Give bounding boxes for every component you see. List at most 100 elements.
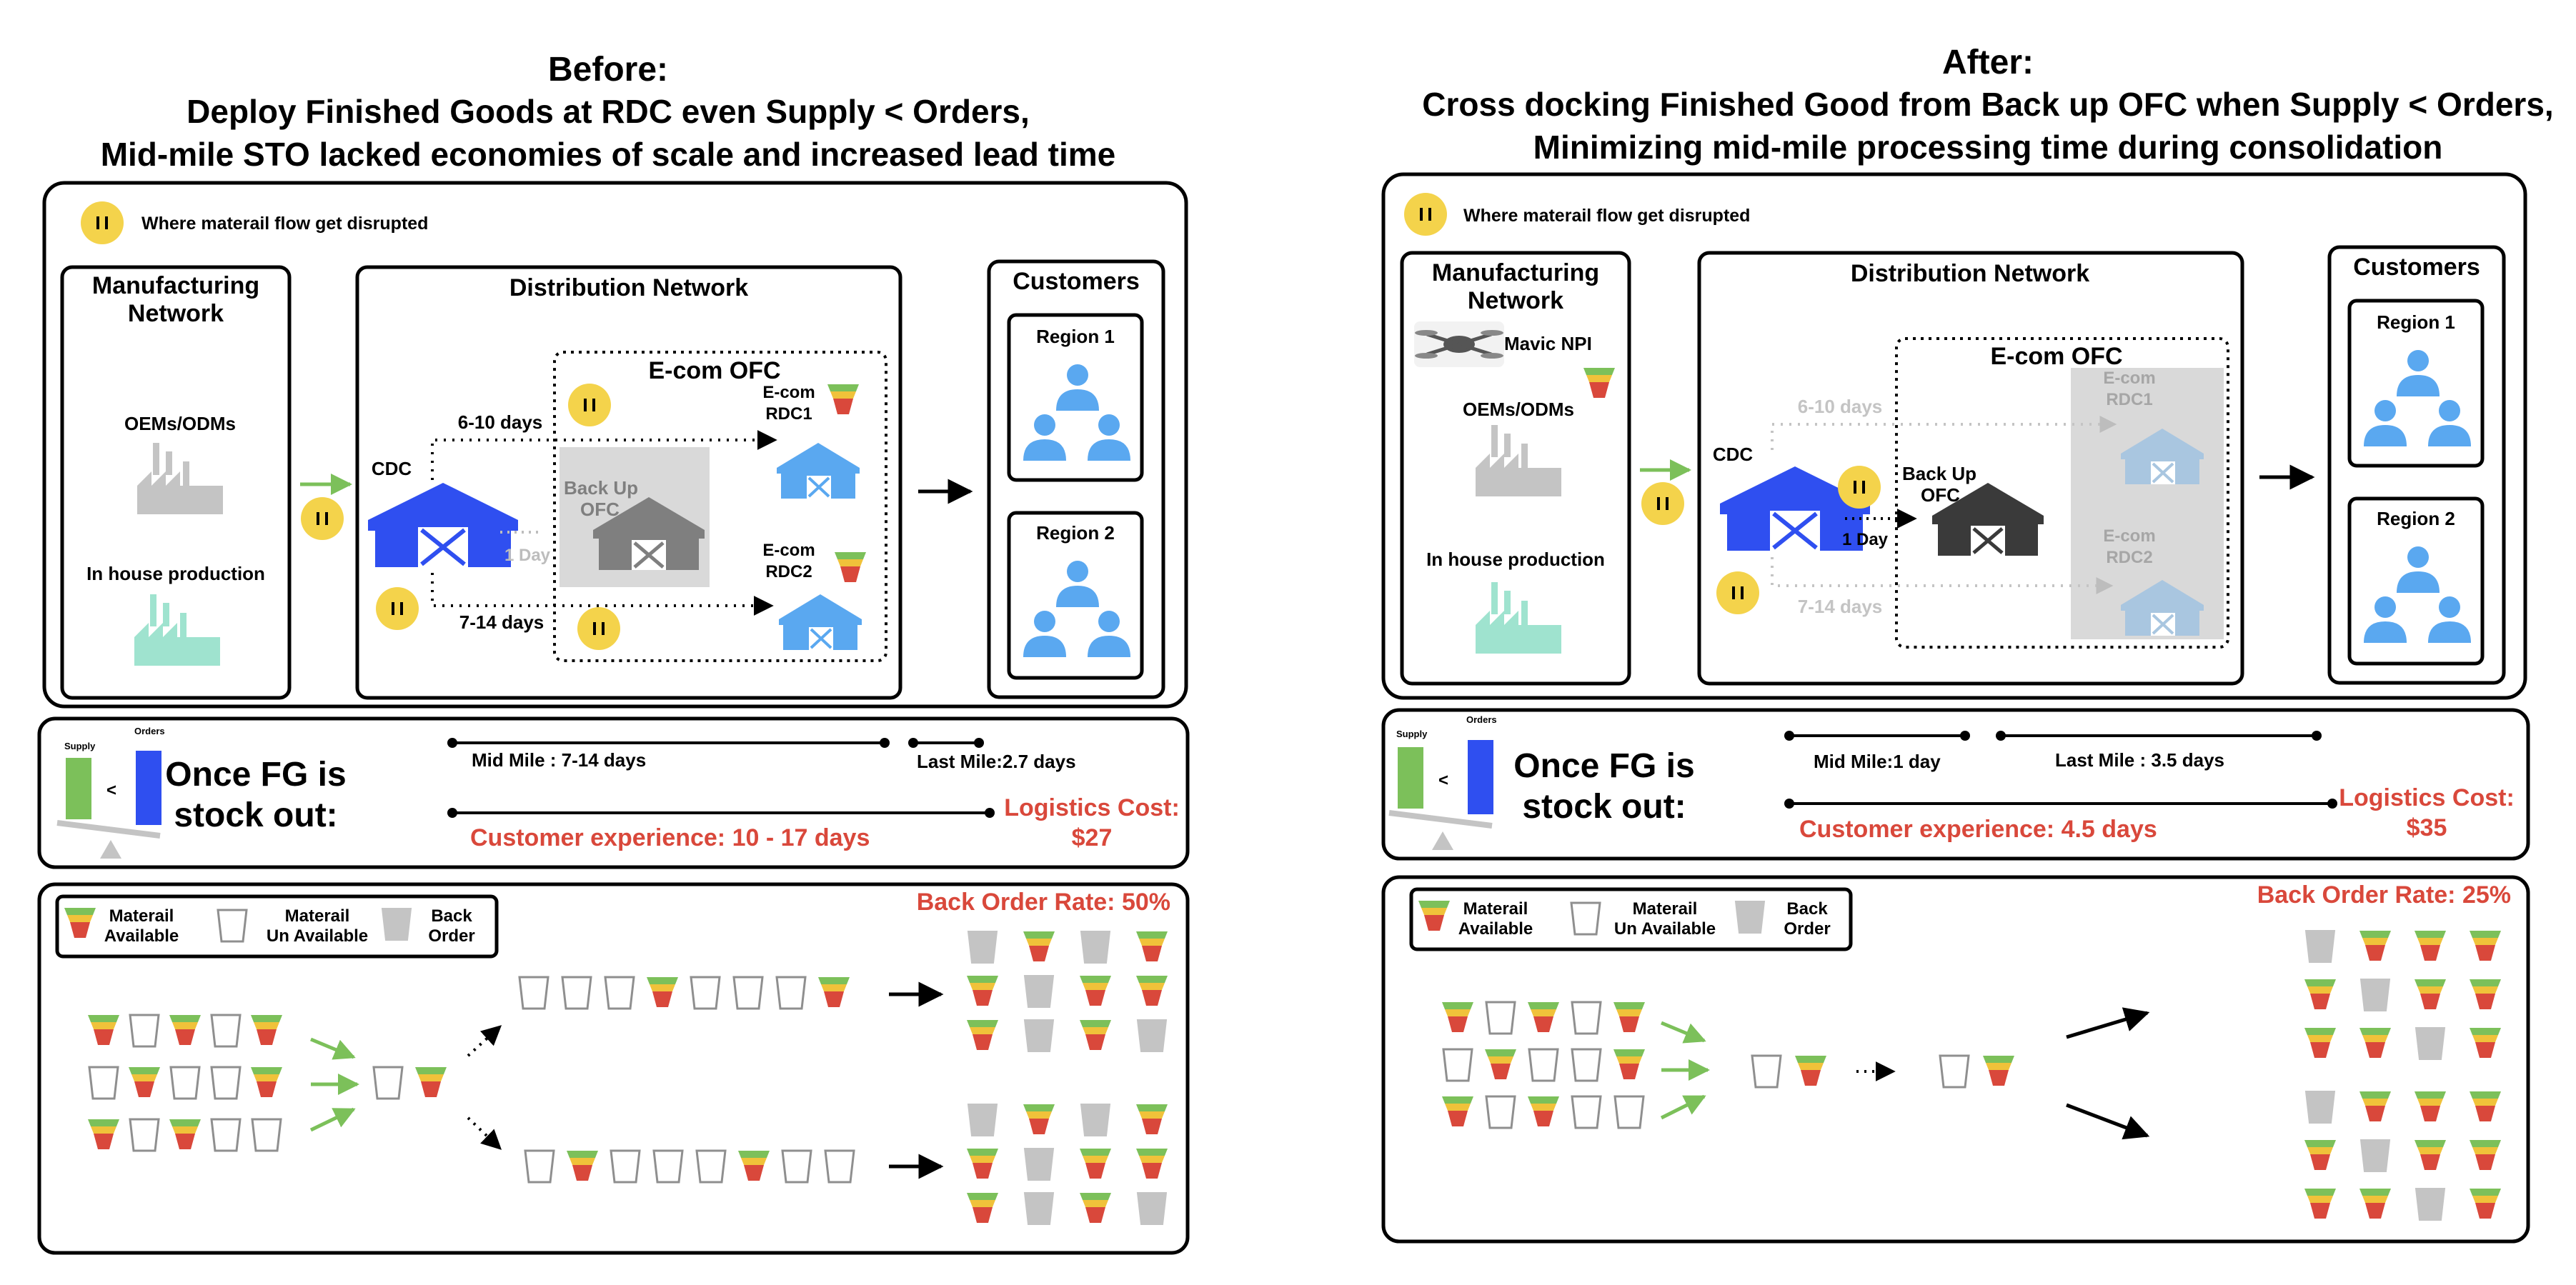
legend-unavailable-2: Un Available [267,926,368,946]
logistics-cost-value: $27 [1072,824,1113,851]
after-title: After: [1942,44,2034,81]
material-unavailable-icon [652,1149,684,1184]
material-available-icon [1080,1149,1111,1179]
material-available-icon [88,1015,119,1045]
material-available-icon [2359,1028,2391,1058]
material-available-icon [2470,1028,2501,1058]
rdc1-label-2: RDC1 [765,404,812,424]
material-available-icon [647,977,678,1007]
material-unavailable-icon [251,1118,282,1152]
back-order-icon [1024,1148,1054,1181]
flow-arrow [2066,1103,2150,1140]
logistics-cost-label: Logistics Cost: [2339,784,2515,811]
pause-icon [81,201,124,244]
back-order-icon [1137,1192,1167,1225]
back-order-icon [2305,930,2335,963]
back-order-icon [2415,1027,2445,1060]
one-day-label: 1 Day [1842,530,1889,549]
rdc2-label: E-com [762,541,815,560]
before-manufacturing-box [60,265,292,700]
region-box [1007,313,1144,482]
less-than-label: < [1438,771,1448,790]
material-unavailable-icon [732,976,764,1010]
region-2-label: Region 2 [1036,522,1115,544]
material-unavailable-icon [1571,1001,1602,1035]
material-available-icon [1442,1096,1473,1126]
flow-arrow [310,1037,356,1060]
warehouse-icon [593,497,705,570]
material-available-icon [64,908,96,938]
material-unavailable-icon [1613,1095,1645,1129]
orders-bar [136,751,161,825]
material-available-icon [169,1119,201,1149]
material-available-icon [827,384,859,414]
material-unavailable-icon [781,1149,812,1184]
material-available-icon [1442,1002,1473,1032]
mid-mile-label: Mid Mile : 7-14 days [472,749,646,771]
region-1-label: Region 1 [1036,326,1115,347]
material-available-icon [2470,979,2501,1009]
material-available-icon [169,1015,201,1045]
material-available-icon [1023,931,1055,961]
material-unavailable-icon [1571,1048,1602,1082]
logistics-cost-value: $35 [2407,814,2447,841]
legend-backorder: Back [431,906,472,926]
material-available-icon [967,1149,998,1179]
material-available-icon [1613,1049,1645,1079]
less-than-label: < [106,781,116,800]
material-unavailable-icon [1485,1001,1516,1035]
inhouse-label: In house production [1426,549,1605,570]
before-subtitle-1: Deploy Finished Goods at RDC even Supply… [187,93,1030,130]
material-available-icon [967,1020,998,1050]
factory-icon [134,594,220,666]
pause-icon [1838,466,1881,509]
flow-arrow [467,1116,502,1150]
material-unavailable-icon [1751,1054,1782,1089]
ecom-ofc-title: E-com OFC [1990,343,2122,370]
material-available-icon [2304,1140,2336,1170]
material-available-icon [1136,1149,1168,1179]
material-available-icon [1136,976,1168,1006]
manufacturing-title-2: Network [1468,287,1563,314]
person-icon [1056,561,1099,607]
material-available-icon [129,1067,160,1097]
material-unavailable-icon [1939,1054,1970,1089]
legend-unavailable-2: Un Available [1614,919,1716,939]
flow-arrow [1660,1094,1706,1120]
material-available-icon [1583,368,1615,398]
material-available-icon [1080,976,1111,1006]
material-available-icon [835,552,866,582]
person-icon [2364,400,2407,446]
material-available-icon [1136,1104,1168,1134]
material-available-icon [2415,979,2446,1009]
mid-mile-label: Mid Mile:1 day [1814,751,1941,772]
material-unavailable-icon [690,976,721,1010]
customer-experience-label: Customer experience: 4.5 days [1799,816,2157,843]
material-unavailable-icon [824,1149,855,1184]
bar-end [985,808,995,818]
before-title: Before: [548,51,668,89]
material-available-icon [818,977,850,1007]
person-icon [2397,350,2440,396]
back-order-icon [2360,1139,2390,1172]
back-order-icon [1735,901,1765,934]
oem-label: OEMs/ODMs [124,413,236,434]
before-legend-box [55,894,499,959]
pause-icon [568,384,611,426]
balance-beam [1388,810,1493,829]
before-flow-grid [88,931,1168,1225]
warehouse-icon [368,483,518,567]
before-flow-box [37,882,1190,1255]
after-distribution-box [1697,251,2244,686]
orders-label: Orders [134,726,165,736]
material-available-icon [1528,1002,1559,1032]
warehouse-icon [777,443,860,499]
material-available-icon [1528,1096,1559,1126]
before-network-box [42,181,1188,709]
back-order-icon [1137,1019,1167,1052]
cdc-label: CDC [1713,444,1754,465]
drone-icon [1414,321,1504,367]
balance-beam [56,820,161,839]
after-legend-box [1409,887,1853,951]
